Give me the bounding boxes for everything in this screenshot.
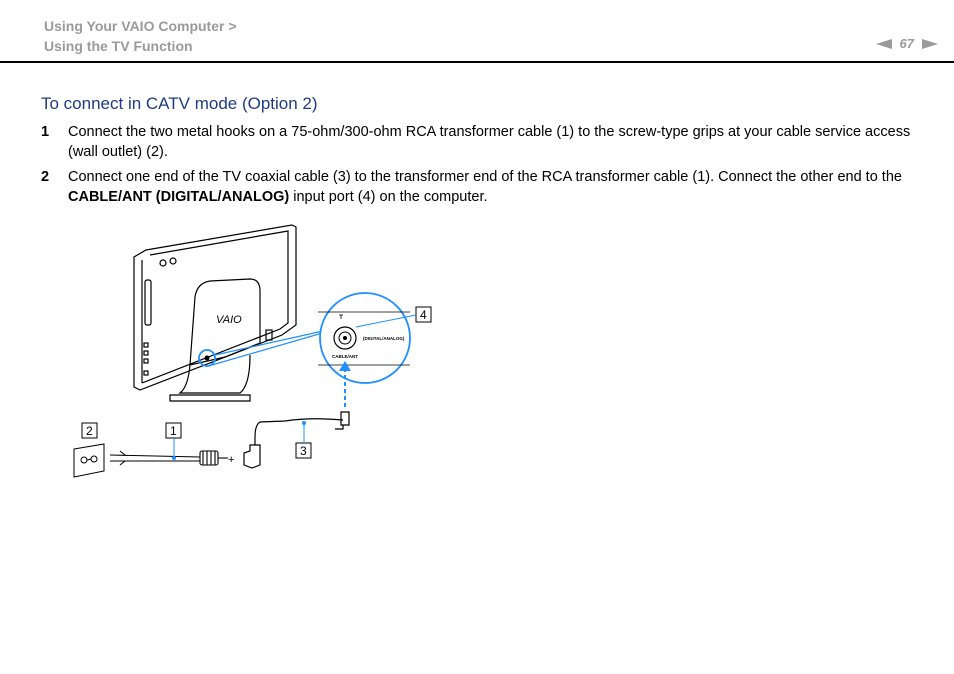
section-title: To connect in CATV mode (Option 2) (41, 94, 318, 113)
previous-page-arrow-icon[interactable] (875, 38, 892, 49)
wall-outlet (73, 443, 105, 478)
step-2: 2 Connect one end of the TV coaxial cabl… (41, 167, 921, 207)
callout-3: 3 (295, 421, 312, 459)
callout-4: 4 (355, 306, 432, 328)
step-text: Connect the two metal hooks on a 75-ohm/… (68, 124, 911, 160)
svg-text:3: 3 (300, 444, 307, 458)
port-name: CABLE/ANT (DIGITAL/ANALOG) (68, 189, 290, 205)
plus-sign: + (228, 454, 234, 466)
callout-2: 2 (81, 422, 98, 439)
cable-ant-port (333, 326, 357, 350)
header-rule (0, 61, 954, 63)
svg-text:4: 4 (420, 308, 427, 322)
connection-diagram: VAIO (DIGITAL/ANALOG) CABLE/ANT 4 3 (73, 224, 432, 478)
breadcrumb: Using Your VAIO Computer > Using the TV … (44, 16, 237, 56)
page-number: 67 (899, 36, 914, 51)
port-label: CABLE/ANT (332, 354, 358, 359)
breadcrumb-line-2: Using the TV Function (44, 38, 193, 54)
pager: 67 (875, 36, 938, 51)
step-number: 1 (41, 124, 50, 140)
computer-rear-view (133, 224, 297, 402)
port-zoom-view: (DIGITAL/ANALOG) CABLE/ANT (318, 292, 411, 384)
next-page-arrow-icon[interactable] (922, 38, 938, 49)
rca-transformer-cable (109, 450, 228, 466)
port-sublabel: (DIGITAL/ANALOG) (363, 336, 405, 341)
breadcrumb-line-1: Using Your VAIO Computer > (44, 18, 237, 34)
svg-text:2: 2 (86, 424, 93, 438)
svg-text:1: 1 (170, 424, 177, 438)
step-text: Connect one end of the TV coaxial cable … (68, 169, 902, 205)
vaio-logo: VAIO (216, 314, 242, 326)
step-number: 2 (41, 169, 50, 185)
callout-1: 1 (165, 422, 182, 460)
tv-coaxial-cable (243, 411, 350, 469)
port-location-highlight (198, 349, 216, 367)
step-1: 1 Connect the two metal hooks on a 75-oh… (41, 122, 921, 162)
